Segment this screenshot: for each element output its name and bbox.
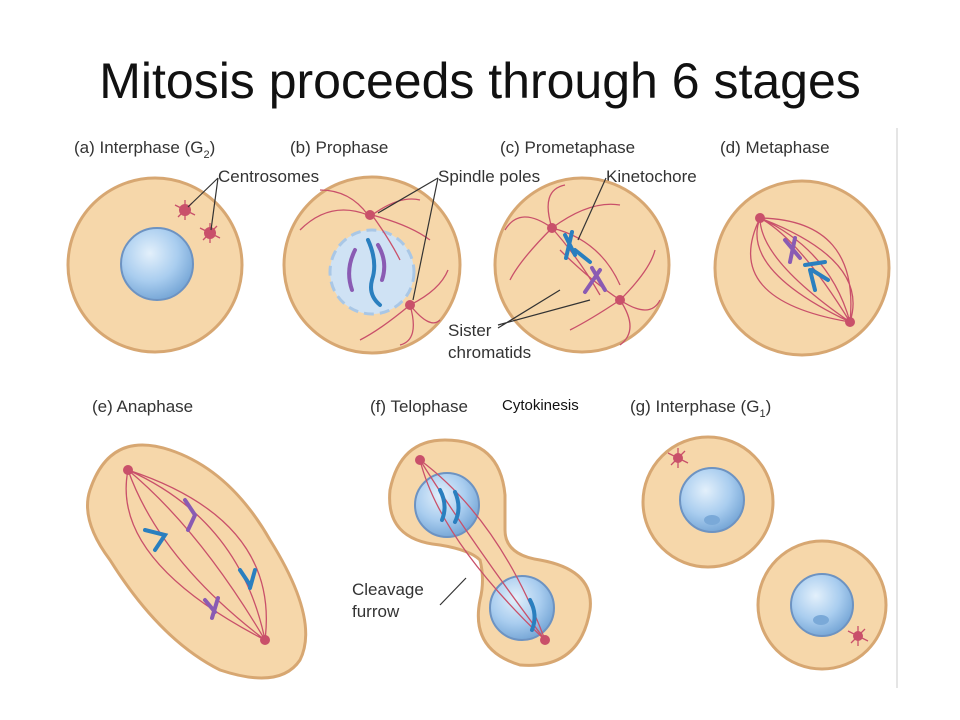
- cell-metaphase: [715, 181, 889, 355]
- cell-telophase: [390, 440, 591, 665]
- furrow-label: furrow: [352, 602, 400, 621]
- cytokinesis-label: Cytokinesis: [502, 397, 579, 414]
- cell-anaphase: [88, 445, 306, 678]
- spindle-poles-label: Spindle poles: [438, 167, 540, 186]
- stage-g-label: (g) Interphase (G1): [630, 397, 771, 420]
- stage-e-label: (e) Anaphase: [92, 397, 193, 416]
- cell-prophase: [284, 177, 460, 353]
- stage-c-label: (c) Prometaphase: [500, 138, 635, 157]
- cleavage-label: Cleavage: [352, 580, 424, 599]
- cell-interphase-g2: [68, 178, 242, 352]
- cell-prometaphase: [495, 178, 669, 352]
- stage-f-label: (f) Telophase: [370, 397, 468, 416]
- cell-interphase-g1-lower: [758, 541, 886, 669]
- stage-a-label: (a) Interphase (G2): [74, 138, 215, 161]
- nucleus-a: [121, 228, 193, 300]
- chromatids-label: chromatids: [448, 343, 531, 362]
- nucleus-g2: [791, 574, 853, 636]
- stage-b-label: (b) Prophase: [290, 138, 388, 157]
- kinetochore-label: Kinetochore: [606, 167, 697, 186]
- stage-d-label: (d) Metaphase: [720, 138, 830, 157]
- cell-interphase-g1-upper: [643, 437, 773, 567]
- centrosomes-label: Centrosomes: [218, 167, 319, 186]
- sister-label: Sister: [448, 321, 492, 340]
